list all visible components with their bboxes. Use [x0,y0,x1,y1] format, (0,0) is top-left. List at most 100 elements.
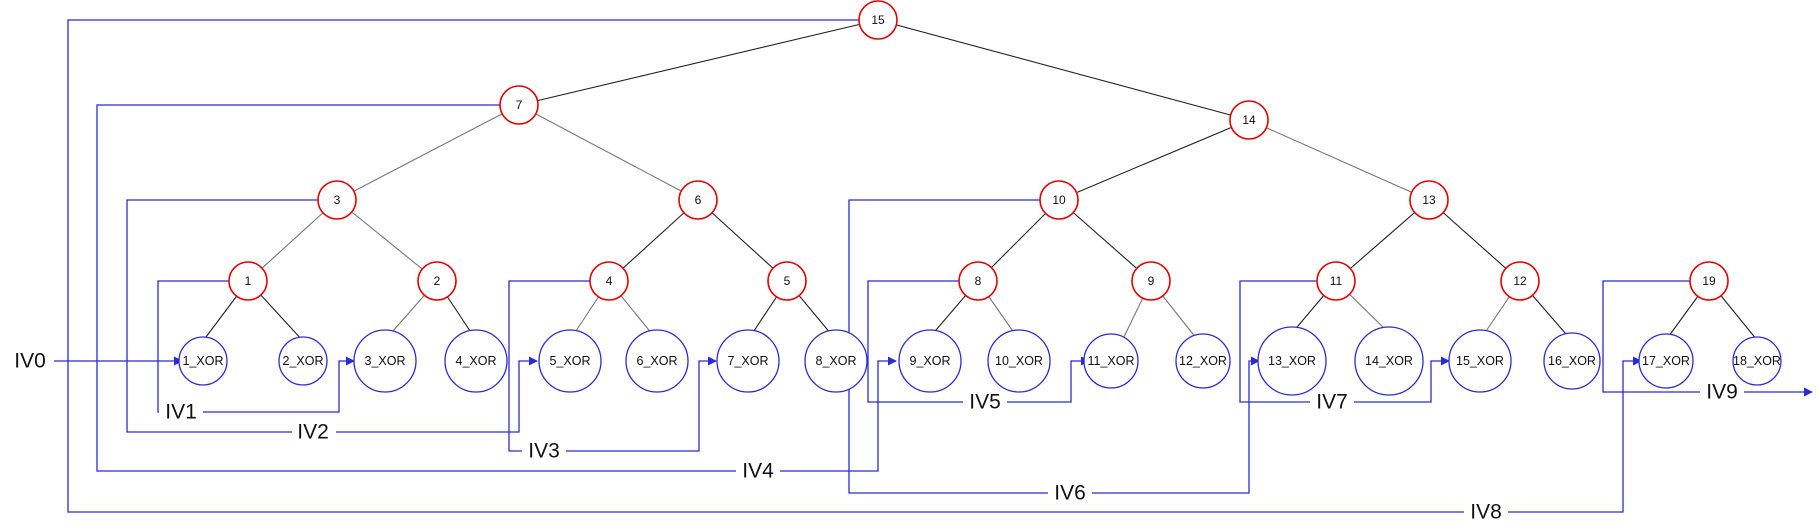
svg-text:6: 6 [695,193,702,207]
xor-node: 5_XOR [538,329,602,393]
tree-node: 13 [1409,180,1449,220]
xor-node: 18_XOR [1732,336,1782,386]
tree-node: 15 [858,0,898,40]
iv4-label: IV4 [742,460,774,483]
svg-text:5: 5 [784,274,791,288]
xor-node: 7_XOR [716,329,780,393]
iv8-line [67,19,1642,513]
svg-text:5_XOR: 5_XOR [550,354,591,368]
tree-node: 2 [417,261,457,301]
edge-13-11 [1335,199,1430,282]
edge-15-7 [518,19,879,106]
svg-text:2_XOR: 2_XOR [283,354,324,368]
svg-text:8: 8 [975,274,982,288]
svg-text:8_XOR: 8_XOR [816,354,857,368]
svg-text:13: 13 [1422,193,1436,207]
xor-node: 8_XOR [804,329,868,393]
svg-text:12_XOR: 12_XOR [1179,354,1227,368]
xor-node: 6_XOR [625,329,689,393]
iv-lines [22,19,1813,513]
iv-labels: IV0 IV1 IV2 IV3 IV4 IV5 IV6 IV7 IV8 IV9 [6,349,1744,524]
svg-text:7_XOR: 7_XOR [728,354,769,368]
svg-text:7: 7 [516,98,523,112]
svg-text:13_XOR: 13_XOR [1268,354,1316,368]
xor-node: 16_XOR [1543,332,1601,390]
iv1-line [157,280,355,413]
tree-node: 9 [1131,261,1171,301]
xor-node: 3_XOR [353,329,417,393]
iv1-label: IV1 [165,401,197,424]
iv3-line [508,280,717,452]
xor-node: 12_XOR [1175,333,1231,389]
xor-node: 17_XOR [1638,333,1694,389]
edge-3-1 [247,199,338,282]
iv8-label: IV8 [1470,501,1502,524]
edge-6-5 [697,199,788,282]
svg-text:4_XOR: 4_XOR [456,354,497,368]
xor-node: 9_XOR [898,329,962,393]
svg-text:12: 12 [1513,274,1527,288]
svg-text:16_XOR: 16_XOR [1548,354,1596,368]
xor-node: 11_XOR [1083,333,1139,389]
tree-node: 8 [958,261,998,301]
svg-text:10_XOR: 10_XOR [995,354,1043,368]
iv5-label: IV5 [969,391,1001,414]
iv9-label: IV9 [1706,381,1738,404]
tree-node: 5 [767,261,807,301]
svg-text:11_XOR: 11_XOR [1087,354,1134,368]
tree-node: 10 [1039,180,1079,220]
svg-text:4: 4 [606,274,613,288]
tree-node: 19 [1689,261,1729,301]
edge-14-13 [1248,119,1430,201]
svg-text:11: 11 [1330,274,1343,288]
tree-node: 1 [228,261,268,301]
edge-14-10 [1058,119,1250,201]
xor-node: 2_XOR [278,336,328,386]
tree-node: 11 [1316,261,1356,301]
edge-7-6 [518,104,699,201]
tree-node: 7 [499,85,539,125]
edge-6-4 [608,199,699,282]
iv7-label: IV7 [1316,391,1348,414]
svg-text:1_XOR: 1_XOR [183,354,224,368]
iv0-label: IV0 [14,350,46,373]
svg-text:17_XOR: 17_XOR [1642,354,1690,368]
tree-nodes: 15 7 14 3 6 10 13 1 2 4 5 8 9 11 12 19 [228,0,1729,301]
svg-text:18_XOR: 18_XOR [1733,354,1781,368]
tree-node: 12 [1500,261,1540,301]
iv2-label: IV2 [297,421,329,444]
edge-10-9 [1058,199,1152,282]
xor-node: 1_XOR [178,336,228,386]
svg-text:15_XOR: 15_XOR [1456,354,1504,368]
svg-text:9: 9 [1148,274,1155,288]
iv2-line [126,199,538,433]
xor-node: 13_XOR [1257,326,1327,396]
xor-node: 10_XOR [987,329,1051,393]
svg-text:3: 3 [334,193,341,207]
svg-text:9_XOR: 9_XOR [910,354,951,368]
edge-15-14 [877,19,1250,121]
tree-node: 14 [1229,100,1269,140]
xor-nodes: 1_XOR 2_XOR 3_XOR 4_XOR 5_XOR 6_XOR 7_XO… [178,326,1782,396]
svg-text:19: 19 [1702,274,1716,288]
iv4-line [96,104,897,472]
svg-text:14: 14 [1242,113,1256,127]
edge-3-2 [336,199,438,282]
svg-text:10: 10 [1052,193,1066,207]
edge-13-12 [1428,199,1521,282]
tree-node: 3 [317,180,357,220]
svg-text:3_XOR: 3_XOR [365,354,406,368]
svg-text:14_XOR: 14_XOR [1365,354,1413,368]
iv6-label: IV6 [1054,482,1086,505]
edge-7-3 [336,104,520,201]
tree-node: 4 [589,261,629,301]
xor-node: 4_XOR [444,329,508,393]
svg-text:1: 1 [245,274,252,288]
tree-node: 6 [678,180,718,220]
svg-text:15: 15 [871,13,885,27]
iv3-label: IV3 [528,440,560,463]
xor-node: 14_XOR [1354,326,1424,396]
svg-text:6_XOR: 6_XOR [637,354,678,368]
xor-node: 15_XOR [1448,329,1512,393]
